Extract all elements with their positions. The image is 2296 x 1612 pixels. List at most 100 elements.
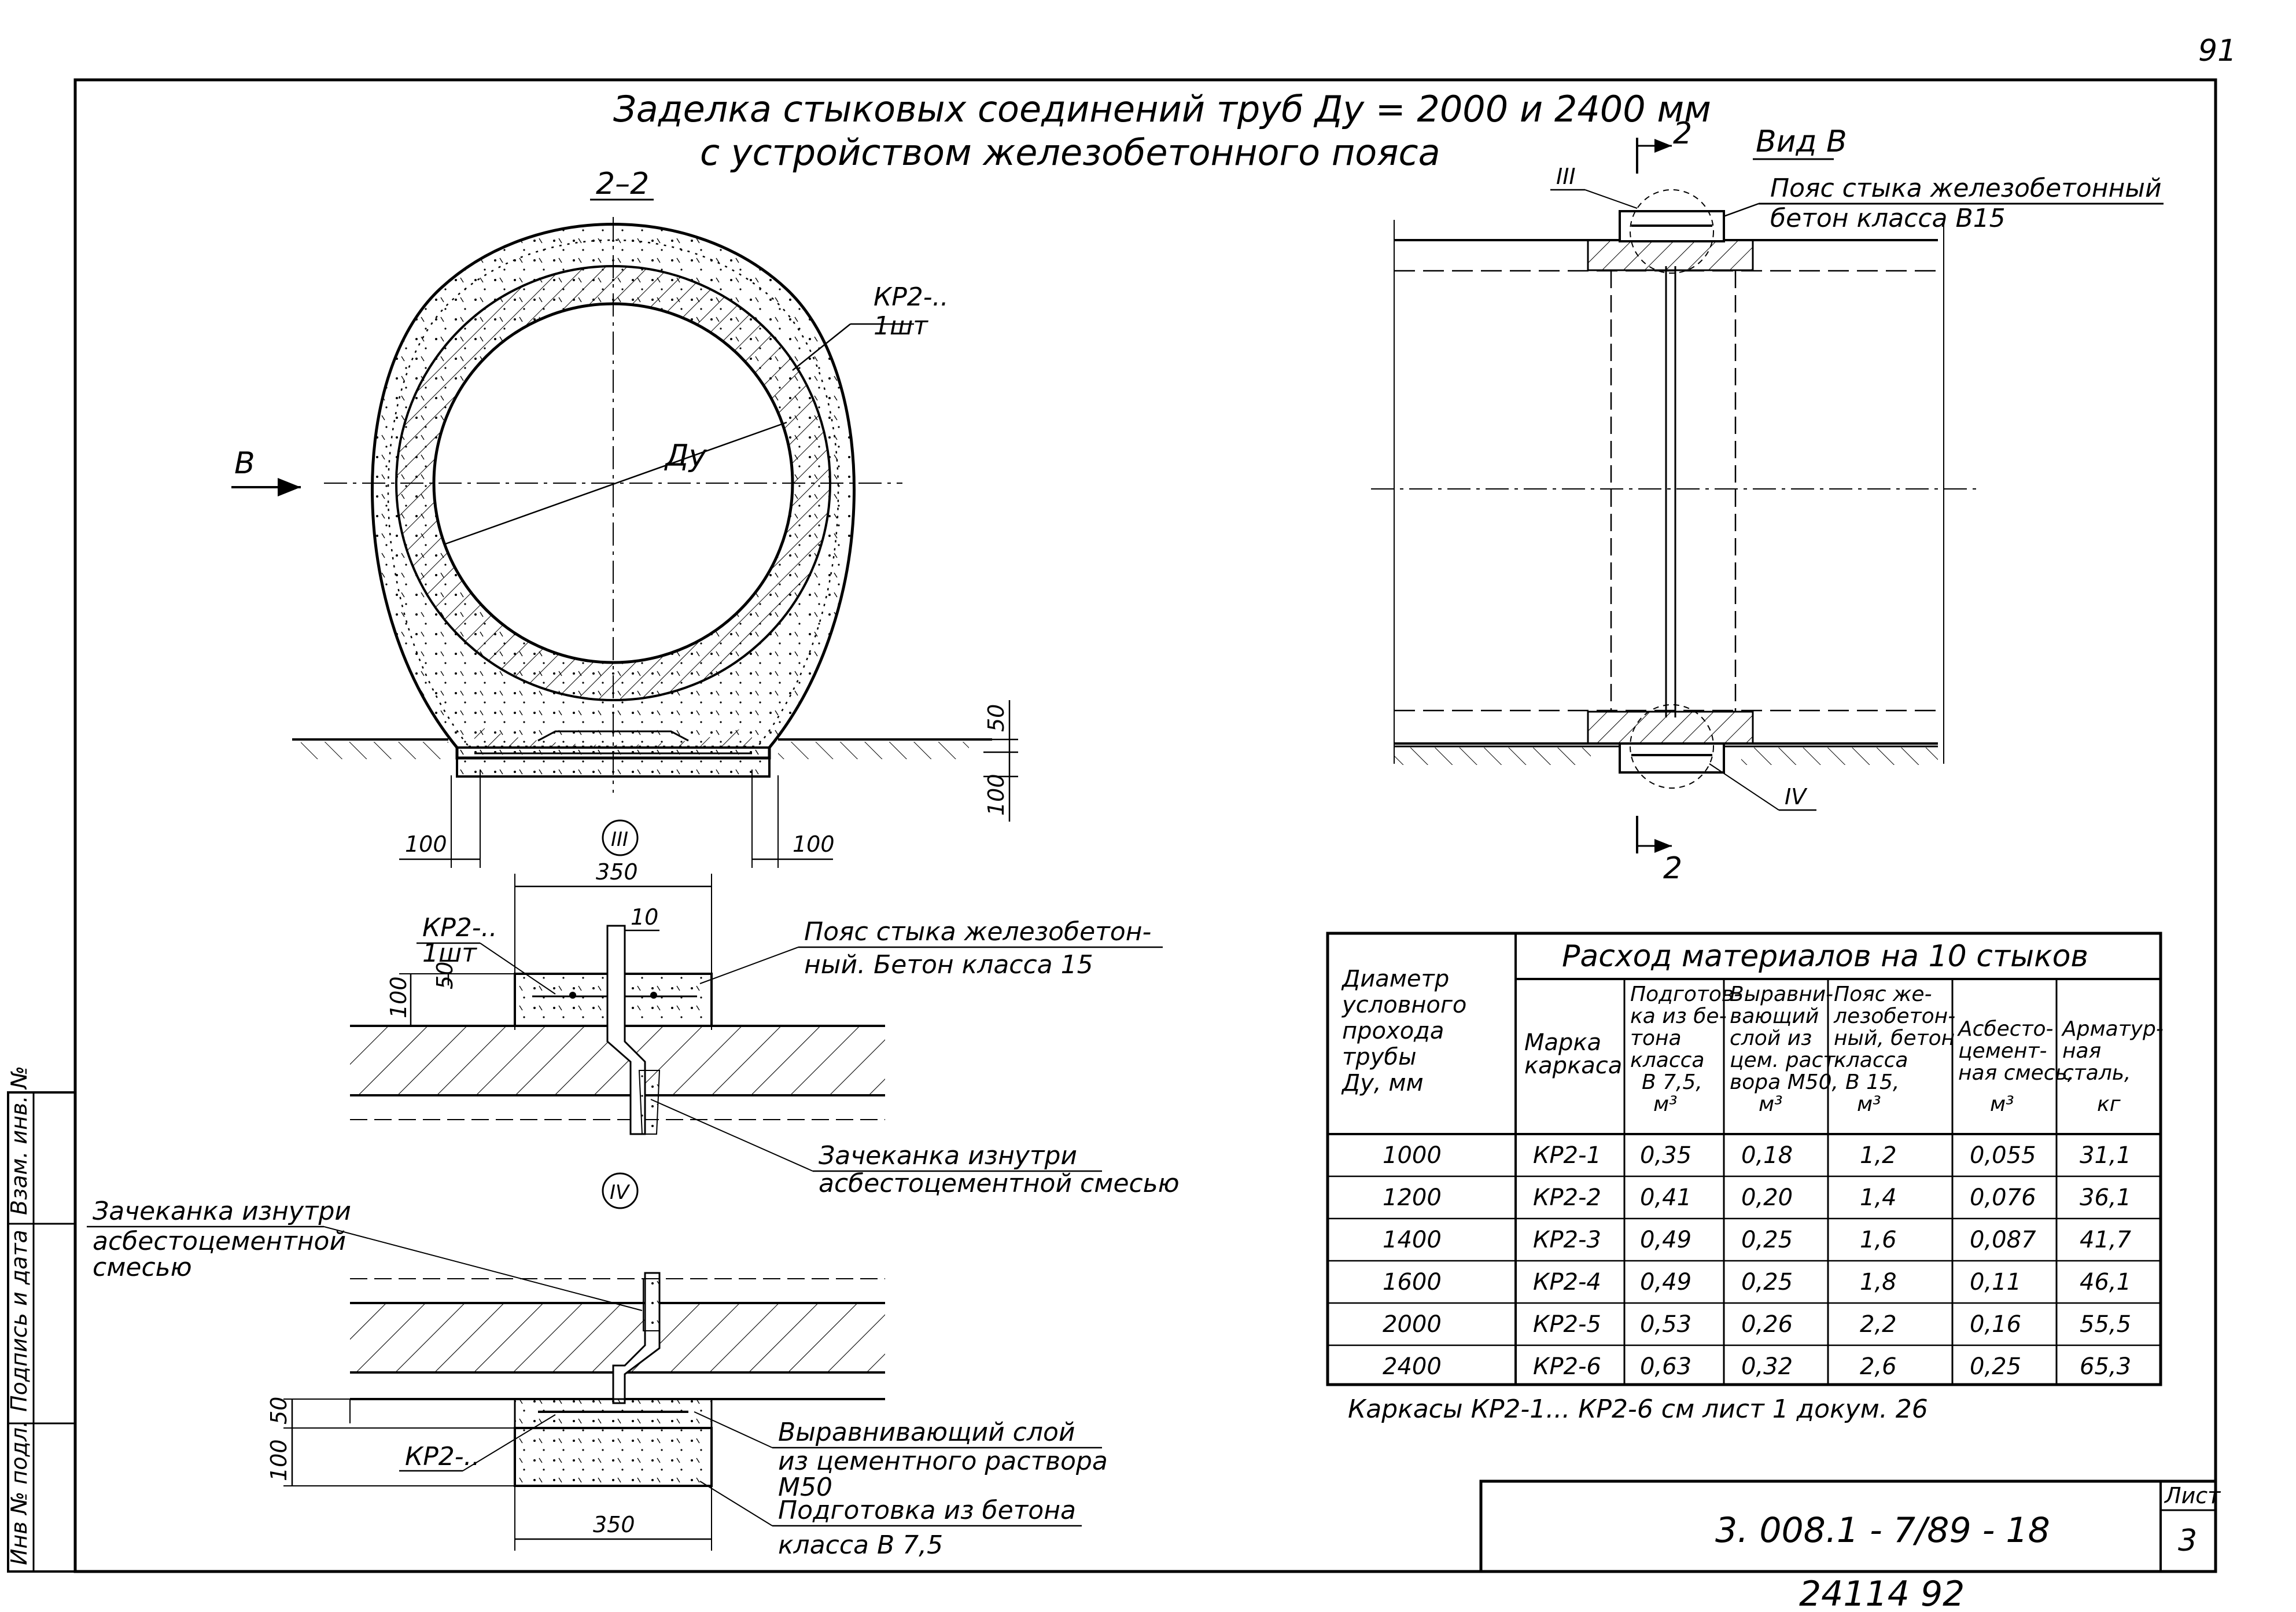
sheet-label: Лист	[2164, 1483, 2221, 1508]
side-inv-replace: Взам. инв. №	[6, 1066, 32, 1215]
detail-iv-marker	[602, 1172, 639, 1209]
kr2-count-section: 1шт	[874, 311, 928, 341]
table-cell: 46,1	[2080, 1269, 2131, 1296]
hdr-belt-5: В 15,	[1845, 1070, 1899, 1094]
hdr-belt-3: ный, бетон	[1834, 1026, 1955, 1050]
view-b-belt-note-2: бетон класса В15	[1770, 204, 2006, 233]
table-cell: 2400	[1383, 1353, 1442, 1380]
hdr-level-2: вающий	[1730, 1004, 1819, 1028]
hdr-level-5: вора М50,	[1730, 1070, 1838, 1094]
dim-100-section-vertical: 100	[983, 774, 1009, 816]
table-cell: 2,2	[1860, 1311, 1897, 1338]
table-cell: 31,1	[2080, 1142, 2131, 1169]
side-sign-date: Подпись и дата	[6, 1230, 32, 1412]
detail-iv-dim-50: 50	[266, 1397, 292, 1425]
table-cell: КР2-5	[1533, 1311, 1601, 1338]
doc-code: 3. 008.1 - 7/89 - 18	[1715, 1510, 2050, 1551]
archive-number: 24114 92	[1799, 1574, 1965, 1612]
view-b-title: Вид В	[1756, 124, 1847, 159]
hdr-prep-2: ка из бе-	[1630, 1004, 1727, 1028]
detail-iii-dim-10: 10	[631, 904, 658, 930]
hdr-asb-2: цемент-	[1958, 1039, 2047, 1063]
detail-iii: III 350 10 100 50 КР2-.. 1шт Пояс стыка …	[350, 819, 1180, 1198]
hdr-asb-4: м³	[1990, 1092, 2014, 1116]
hdr-mark-1: Марка	[1524, 1029, 1601, 1056]
table-cell: 41,7	[2080, 1227, 2132, 1253]
detail-iii-belt-note-2: ный. Бетон класса 15	[804, 950, 1093, 980]
title-block: Лист 3 3. 008.1 - 7/89 - 18 24114 92	[1479, 1479, 2221, 1612]
dim-50-section: 50	[983, 704, 1009, 732]
hdr-steel-3: сталь,	[2062, 1061, 2131, 1085]
table-cell: 0,20	[1741, 1184, 1793, 1211]
hdr-diameter-1: Диаметр	[1341, 966, 1449, 992]
section-2-2-label: 2–2	[596, 167, 649, 201]
detail-iv-leveling-3: М50	[778, 1473, 832, 1502]
detail-iii-kr2-label: КР2-..	[422, 913, 497, 943]
callout-iii-label: III	[1556, 164, 1576, 189]
table-cell: 0,35	[1640, 1142, 1691, 1169]
materials-table: Расход материалов на 10 стыков Диаметр у…	[1326, 932, 2164, 1424]
table-cell: 0,49	[1640, 1269, 1691, 1296]
hdr-prep-6: м³	[1653, 1092, 1678, 1116]
hdr-prep-3: тона	[1630, 1026, 1682, 1050]
table-cell: 0,087	[1970, 1227, 2036, 1253]
detail-iv: IV Зачеканка изнутри асбестоцементной см…	[87, 1172, 1108, 1560]
table-cell: 0,076	[1970, 1184, 2036, 1211]
table-cell: КР2-1	[1533, 1142, 1601, 1169]
table-cell: 2,6	[1860, 1353, 1897, 1380]
hdr-belt-4: класса	[1834, 1048, 1908, 1072]
dim-100-section-left: 100	[405, 831, 447, 857]
table-cell: 1,4	[1860, 1184, 1897, 1211]
page-number: 91	[2198, 34, 2236, 68]
table-cell: 2000	[1383, 1311, 1442, 1338]
detail-iv-kr2-label: КР2-..	[405, 1442, 480, 1471]
title-line-1: Заделка стыковых соединений труб Ду = 20…	[613, 88, 1711, 130]
hdr-steel-2: ная	[2062, 1039, 2101, 1063]
detail-iii-caulk-1: Зачеканка изнутри	[819, 1141, 1077, 1171]
side-inv-orig: Инв № подл.	[6, 1420, 32, 1565]
detail-iv-dim-350: 350	[593, 1512, 635, 1537]
table-cell: 1200	[1383, 1184, 1442, 1211]
sheet-frame	[73, 78, 2217, 1573]
kr2-label-section: КР2-..	[874, 282, 949, 312]
table-cell: 36,1	[2080, 1184, 2131, 1211]
table-cell: 0,16	[1970, 1311, 2021, 1338]
detail-iv-leveling-2: из цементного раствора	[778, 1447, 1108, 1476]
table-cell: 0,32	[1741, 1353, 1793, 1380]
callout-circle-iii	[1630, 189, 1714, 274]
table-cell: 0,25	[1741, 1269, 1793, 1296]
table-cell: КР2-4	[1533, 1269, 1601, 1296]
table-cell: 1,6	[1860, 1227, 1897, 1253]
table-cell: КР2-3	[1533, 1227, 1601, 1253]
hdr-diameter-5: Ду, мм	[1341, 1070, 1424, 1096]
hdr-level-4: цем. раст-	[1730, 1048, 1842, 1072]
view-b-belt-note-1: Пояс стыка железобетонный	[1770, 174, 2162, 203]
title-line-2: с устройством железобетонного пояса	[700, 131, 1440, 174]
hdr-level-6: м³	[1759, 1092, 1783, 1116]
callout-circle-iv	[1630, 704, 1714, 789]
hdr-steel-1: Арматур-	[2061, 1017, 2164, 1041]
detail-iii-dim-50: 50	[432, 962, 458, 989]
table-cell: 0,25	[1970, 1353, 2021, 1380]
table-cell: 0,25	[1741, 1227, 1793, 1253]
callout-iv-label: IV	[1785, 784, 1808, 809]
hdr-mark-2: каркаса	[1524, 1052, 1622, 1079]
side-stamp: Инв № подл. Подпись и дата Взам. инв. №	[6, 1066, 76, 1573]
table-cell: 0,11	[1970, 1269, 2021, 1296]
table-footnote: Каркасы КР2-1... КР2-6 см лист 1 докум. …	[1348, 1394, 1928, 1424]
table-cell: 1400	[1383, 1227, 1442, 1253]
hdr-belt-6: м³	[1857, 1092, 1881, 1116]
hdr-asb-1: Асбесто-	[1957, 1017, 2054, 1041]
table-cell: 0,18	[1741, 1142, 1793, 1169]
table-cell: 55,5	[2080, 1311, 2131, 1338]
sheet-number: 3	[2178, 1523, 2197, 1558]
hdr-prep-5: В 7,5,	[1642, 1070, 1702, 1094]
detail-iv-leveling-1: Выравнивающий слой	[778, 1418, 1075, 1447]
detail-iii-belt-note-1: Пояс стыка железобетон-	[804, 917, 1151, 947]
hdr-prep-4: класса	[1630, 1048, 1704, 1072]
hdr-belt-2: лезобетон-	[1833, 1004, 1955, 1028]
table-cell: 1,2	[1860, 1142, 1897, 1169]
hdr-prep-1: Подготов-	[1630, 982, 1741, 1006]
